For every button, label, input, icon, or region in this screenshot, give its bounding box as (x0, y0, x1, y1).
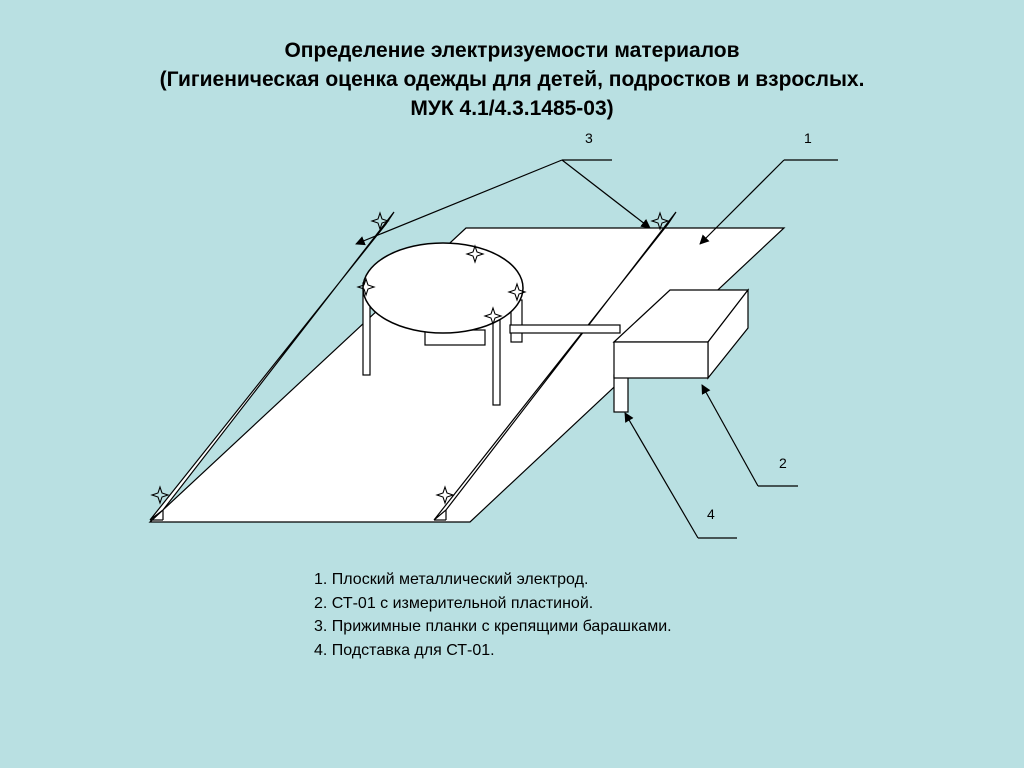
right-clamping-strip (433, 211, 677, 521)
slide-title: Определение электризуемости материалов (… (0, 36, 1024, 123)
measuring-plate-disc (362, 242, 524, 334)
title-line-3: МУК 4.1/4.3.1485-03) (410, 97, 614, 120)
title-line-2: (Гигиеническая оценка одежды для детей, … (159, 68, 865, 91)
callout-number-4: 4 (707, 506, 715, 522)
legend-item-2: 2. СТ-01 с измерительной пластиной. (314, 594, 594, 612)
connecting-rod (509, 324, 621, 334)
legend-item-1: 1. Плоский металлический электрод. (314, 571, 589, 588)
legend-item-3: 3. Прижимные планки с крепящими барашкам… (314, 618, 672, 635)
left-clamping-strip (149, 211, 395, 521)
callout-number-1: 1 (804, 130, 812, 146)
measuring-table-legs (362, 282, 523, 406)
title-line-1: Определение электризуемости материалов (284, 39, 740, 62)
st01-device (612, 288, 750, 380)
callout-number-2: 2 (779, 455, 787, 471)
callout-number-3: 3 (585, 130, 593, 146)
wing-nut-icon (150, 211, 670, 505)
flat-metal-electrode (148, 227, 786, 523)
legend-item-4: 4. Подставка для СТ-01. (314, 641, 495, 659)
st01-stand (613, 374, 629, 413)
callout-leaders (355, 159, 838, 539)
legend-list: 1. Плоский металлический электрод. 2. СТ… (314, 568, 672, 662)
